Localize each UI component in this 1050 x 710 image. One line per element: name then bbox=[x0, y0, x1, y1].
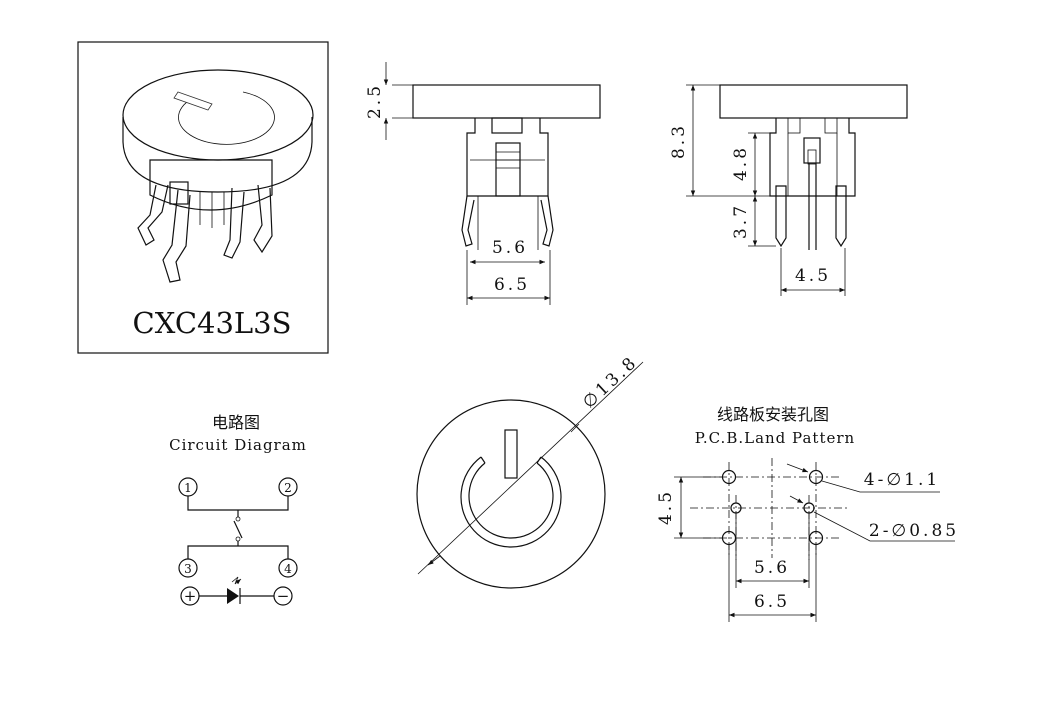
front-inner-width-dim: 5.6 bbox=[492, 238, 528, 258]
circuit-diagram: 电路图 Circuit Diagram 1 2 3 4 + bbox=[169, 413, 307, 606]
circuit-title-cn: 电路图 bbox=[212, 413, 260, 432]
pin-2-node: 2 bbox=[278, 477, 298, 497]
front-top-thickness-dim: 2.5 bbox=[365, 83, 385, 119]
pcb-hole bbox=[721, 469, 737, 485]
side-total-height-dim: 8.3 bbox=[669, 123, 689, 159]
side-pin-spacing-dim: 4.5 bbox=[795, 266, 831, 286]
pcb-outer-spacing-dim: 6.5 bbox=[754, 592, 790, 612]
side-view: 8.3 4.8 3.7 4.5 bbox=[669, 84, 908, 296]
pcb-land-pattern: 线路板安装孔图 P.C.B.Land Pattern 4-∅1.1 2-∅0.8… bbox=[656, 405, 959, 622]
pcb-inner-spacing-dim: 5.6 bbox=[754, 558, 790, 578]
front-outer-width-dim: 6.5 bbox=[494, 275, 530, 295]
product-frame bbox=[77, 41, 329, 354]
diameter-line bbox=[417, 361, 644, 575]
top-cap-outline bbox=[416, 399, 606, 589]
svg-text:+: + bbox=[184, 587, 197, 605]
front-body bbox=[461, 117, 554, 250]
pin-1-node: 1 bbox=[178, 477, 198, 497]
switch-3d-illustration bbox=[122, 69, 314, 283]
pcb-hole bbox=[808, 469, 824, 485]
front-cap bbox=[412, 84, 601, 119]
front-view: 2.5 5.6 6.5 bbox=[365, 62, 601, 305]
top-view: ∅13.8 bbox=[416, 352, 644, 589]
pcb-vertical-spacing-dim: 4.5 bbox=[656, 489, 676, 525]
large-hole-callout: 4-∅1.1 bbox=[864, 470, 940, 490]
small-hole-callout: 2-∅0.85 bbox=[869, 521, 959, 541]
model-label: CXC43L3S bbox=[133, 306, 292, 340]
power-ring-outer bbox=[460, 456, 562, 548]
svg-text:2: 2 bbox=[284, 481, 292, 495]
side-cap bbox=[719, 84, 908, 119]
power-bar bbox=[504, 429, 518, 479]
svg-text:−: − bbox=[277, 587, 290, 605]
switch-contact bbox=[233, 520, 243, 539]
circuit-title-en: Circuit Diagram bbox=[169, 436, 307, 454]
led-symbol: + − bbox=[180, 576, 293, 606]
pin-3-node: 3 bbox=[178, 558, 198, 578]
minus-terminal bbox=[273, 586, 293, 606]
svg-text:1: 1 bbox=[184, 481, 192, 495]
pcb-title-cn: 线路板安装孔图 bbox=[717, 405, 829, 424]
pin-4-node: 4 bbox=[278, 558, 298, 578]
side-body-height-dim: 4.8 bbox=[731, 145, 751, 181]
diameter-dim: ∅13.8 bbox=[579, 352, 642, 413]
pcb-hole bbox=[721, 530, 737, 546]
power-ring-inner bbox=[468, 462, 554, 539]
svg-text:4: 4 bbox=[284, 562, 292, 576]
pcb-hole bbox=[808, 530, 824, 546]
product-illustration-panel: CXC43L3S bbox=[77, 41, 329, 354]
side-pin-length-dim: 3.7 bbox=[731, 203, 751, 239]
pcb-title-en: P.C.B.Land Pattern bbox=[695, 429, 855, 447]
svg-text:3: 3 bbox=[184, 562, 192, 576]
